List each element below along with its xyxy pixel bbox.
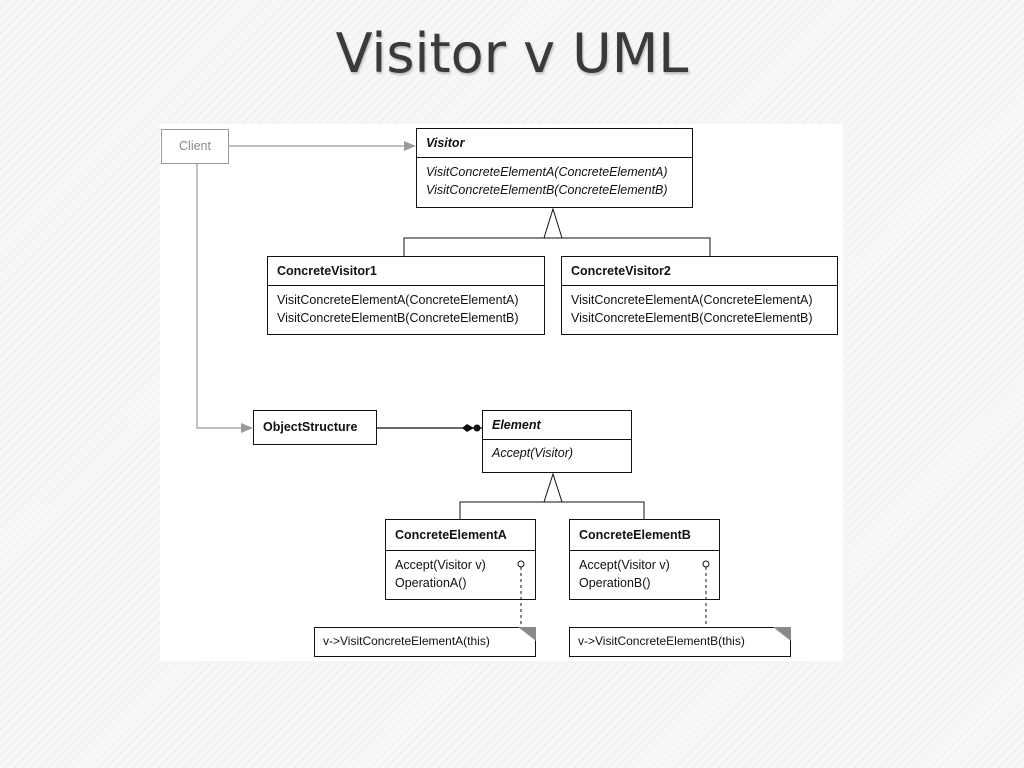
visitor-class-name: Visitor bbox=[426, 136, 465, 150]
slide-title: Visitor v UML bbox=[335, 22, 689, 85]
concrete-element-a-operations: Accept(Visitor v) OperationA() bbox=[386, 551, 535, 592]
note-dogear-icon bbox=[518, 627, 536, 641]
concrete-element-b-name: ConcreteElementB bbox=[579, 528, 691, 542]
concrete-visitor-1-name: ConcreteVisitor1 bbox=[277, 264, 377, 278]
element-class: Element Accept(Visitor) bbox=[482, 410, 632, 473]
concrete-element-b-op: Accept(Visitor v) bbox=[579, 558, 670, 572]
note-dogear-icon bbox=[773, 627, 791, 641]
concrete-element-a-class: ConcreteElementA Accept(Visitor v) Opera… bbox=[385, 519, 536, 600]
note-text: v->VisitConcreteElementB(this) bbox=[578, 634, 745, 648]
concrete-visitor-2-divider bbox=[562, 285, 837, 286]
visitor-op: VisitConcreteElementB(ConcreteElementB) bbox=[426, 183, 668, 197]
element-divider bbox=[483, 439, 631, 440]
concrete-visitor-2-operations: VisitConcreteElementA(ConcreteElementA) … bbox=[562, 286, 837, 327]
note-concrete-element-b: v->VisitConcreteElementB(this) bbox=[569, 627, 791, 657]
concrete-visitor-2-op: VisitConcreteElementB(ConcreteElementB) bbox=[571, 311, 813, 325]
visitor-operations: VisitConcreteElementA(ConcreteElementA) … bbox=[417, 158, 692, 199]
concrete-element-a-op: Accept(Visitor v) bbox=[395, 558, 486, 572]
concrete-element-b-op: OperationB() bbox=[579, 576, 651, 590]
client-label: Client bbox=[179, 139, 211, 153]
concrete-visitor-1-op: VisitConcreteElementA(ConcreteElementA) bbox=[277, 293, 519, 307]
concrete-element-b-operations: Accept(Visitor v) OperationB() bbox=[570, 551, 719, 592]
concrete-visitor-2-name: ConcreteVisitor2 bbox=[571, 264, 671, 278]
concrete-element-b-divider bbox=[570, 550, 719, 551]
element-class-name: Element bbox=[492, 418, 541, 432]
visitor-divider bbox=[417, 157, 692, 158]
concrete-visitor-1-op: VisitConcreteElementB(ConcreteElementB) bbox=[277, 311, 519, 325]
client-box: Client bbox=[161, 129, 229, 164]
concrete-visitor-1-operations: VisitConcreteElementA(ConcreteElementA) … bbox=[268, 286, 544, 327]
visitor-op: VisitConcreteElementA(ConcreteElementA) bbox=[426, 165, 668, 179]
concrete-visitor-2-class: ConcreteVisitor2 VisitConcreteElementA(C… bbox=[561, 256, 838, 335]
concrete-element-a-op: OperationA() bbox=[395, 576, 467, 590]
note-concrete-element-a: v->VisitConcreteElementA(this) bbox=[314, 627, 536, 657]
element-op: Accept(Visitor) bbox=[492, 446, 574, 460]
element-operations: Accept(Visitor) bbox=[483, 440, 631, 462]
visitor-class: Visitor VisitConcreteElementA(ConcreteEl… bbox=[416, 128, 693, 208]
object-structure-class: ObjectStructure bbox=[253, 410, 377, 445]
concrete-element-a-divider bbox=[386, 550, 535, 551]
concrete-visitor-1-divider bbox=[268, 285, 544, 286]
concrete-visitor-1-class: ConcreteVisitor1 VisitConcreteElementA(C… bbox=[267, 256, 545, 335]
note-text: v->VisitConcreteElementA(this) bbox=[323, 634, 490, 648]
concrete-element-b-class: ConcreteElementB Accept(Visitor v) Opera… bbox=[569, 519, 720, 600]
concrete-visitor-2-op: VisitConcreteElementA(ConcreteElementA) bbox=[571, 293, 813, 307]
concrete-element-a-name: ConcreteElementA bbox=[395, 528, 507, 542]
object-structure-name: ObjectStructure bbox=[263, 420, 358, 434]
